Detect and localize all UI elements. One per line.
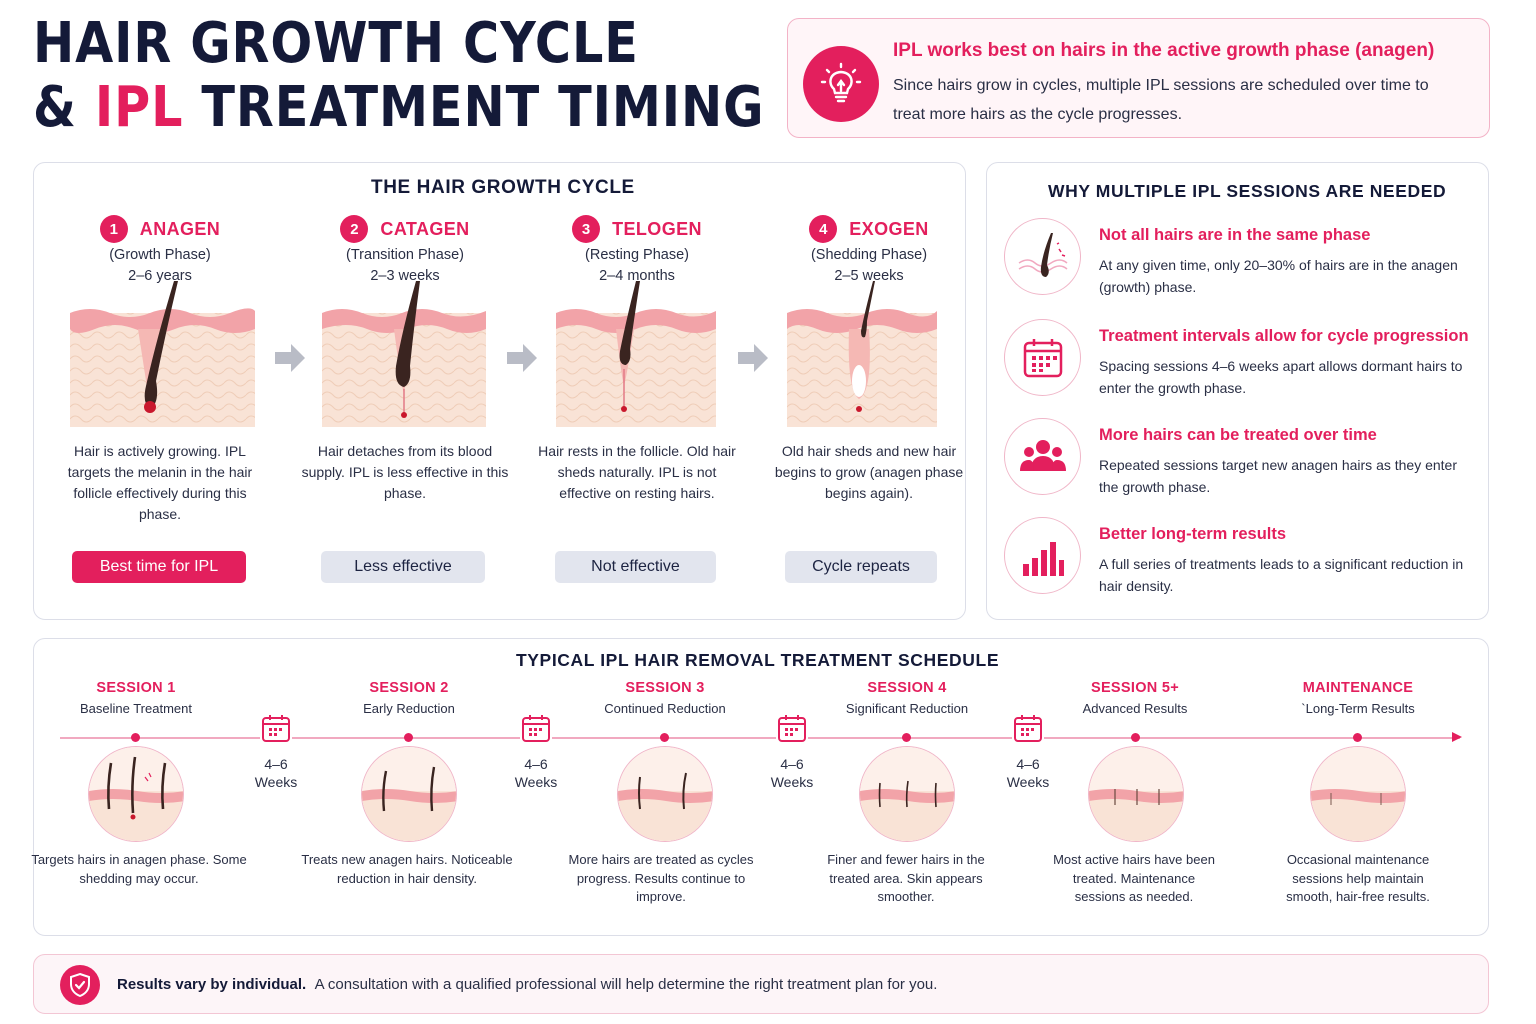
session-3-skin-illustration: [617, 746, 713, 842]
timeline-line: [60, 737, 1460, 739]
timeline-dot: [1353, 733, 1362, 742]
lightbulb-icon: [803, 46, 879, 122]
schedule-panel: [33, 638, 1489, 936]
timeline-arrow: [1452, 732, 1462, 742]
timeline-dot: [404, 733, 413, 742]
why-item-more-hairs: More hairs can be treated over time Repe…: [1004, 418, 1474, 504]
footer-text: Results vary by individual. A consultati…: [117, 976, 938, 993]
less-effective-badge: Less effective: [321, 551, 485, 583]
ipl-callout: IPL works best on hairs in the active gr…: [787, 18, 1490, 138]
calendar-icon: [1004, 319, 1081, 396]
session-4-skin-illustration: [859, 746, 955, 842]
footer-disclaimer: [33, 954, 1489, 1014]
session-2-skin-illustration: [361, 746, 457, 842]
exogen-follicle-illustration: [787, 281, 937, 427]
arrow-right-icon: [275, 344, 305, 372]
hair-follicle-icon: [1004, 218, 1081, 295]
cycle-repeats-badge: Cycle repeats: [785, 551, 937, 583]
session-4-description: Finer and fewer hairs in the treated are…: [827, 852, 985, 904]
arrow-right-icon: [738, 344, 768, 372]
session-1-skin-illustration: [88, 746, 184, 842]
page-title: HAIR GROWTH CYCLE & IPL TREATMENT TIMING: [33, 11, 765, 140]
phase-description: Hair rests in the follicle. Old hair she…: [538, 443, 736, 501]
phase-description: Old hair sheds and new hair begins to gr…: [774, 443, 964, 501]
arrow-right-icon: [507, 344, 537, 372]
anagen-follicle-illustration: [70, 281, 255, 427]
not-effective-badge: Not effective: [555, 551, 716, 583]
callout-heading: IPL works best on hairs in the active gr…: [893, 40, 1435, 61]
session-3-description: More hairs are treated as cycles progres…: [568, 852, 754, 904]
phase-description: Hair detaches from its blood supply. IPL…: [301, 443, 509, 501]
catagen-follicle-illustration: [322, 281, 486, 427]
phase-description: Hair is actively growing. IPL targets th…: [67, 443, 253, 522]
timeline-dot: [1131, 733, 1140, 742]
session-2-description: Treats new anagen hairs. Noticeable redu…: [301, 852, 513, 886]
shield-check-icon: [60, 965, 100, 1005]
why-item-intervals: Treatment intervals allow for cycle prog…: [1004, 319, 1474, 405]
timeline-dot: [902, 733, 911, 742]
best-time-badge: Best time for IPL: [72, 551, 246, 583]
calendar-icon: [1012, 712, 1044, 744]
timeline-dot: [131, 733, 140, 742]
people-icon: [1004, 418, 1081, 495]
cycle-title: THE HAIR GROWTH CYCLE: [371, 177, 635, 198]
phase-number: 2: [340, 215, 369, 243]
phase-number: 3: [572, 215, 601, 243]
session-5: SESSION 5+Advanced Results: [1082, 680, 1188, 716]
callout-body: Since hairs grow in cycles, multiple IPL…: [893, 77, 1429, 123]
why-item-long-term: Better long-term results A full series o…: [1004, 517, 1474, 603]
timeline-dot: [660, 733, 669, 742]
schedule-title: TYPICAL IPL HAIR REMOVAL TREATMENT SCHED…: [516, 650, 1000, 670]
session-1-description: Targets hairs in anagen phase. Some shed…: [31, 852, 247, 886]
why-item-phases: Not all hairs are in the same phase At a…: [1004, 218, 1474, 304]
session-5-skin-illustration: [1088, 746, 1184, 842]
maintenance-skin-illustration: [1310, 746, 1406, 842]
maintenance-description: Occasional maintenance sessions help mai…: [1286, 852, 1430, 904]
session-5-description: Most active hairs have been treated. Mai…: [1053, 852, 1215, 904]
phase-number: 1: [99, 215, 128, 243]
why-title: WHY MULTIPLE IPL SESSIONS ARE NEEDED: [1048, 181, 1447, 201]
phase-name: ANAGEN: [139, 218, 221, 239]
calendar-icon: [260, 712, 292, 744]
telogen-follicle-illustration: [556, 281, 716, 427]
phase-name: CATAGEN: [380, 218, 470, 239]
bar-chart-icon: [1004, 517, 1081, 594]
calendar-icon: [776, 712, 808, 744]
session-maintenance: MAINTENANCE`Long-Term Results: [1301, 680, 1415, 716]
phase-name: EXOGEN: [849, 218, 929, 239]
calendar-icon: [520, 712, 552, 744]
phase-number: 4: [809, 215, 838, 243]
phase-name: TELOGEN: [612, 218, 702, 239]
